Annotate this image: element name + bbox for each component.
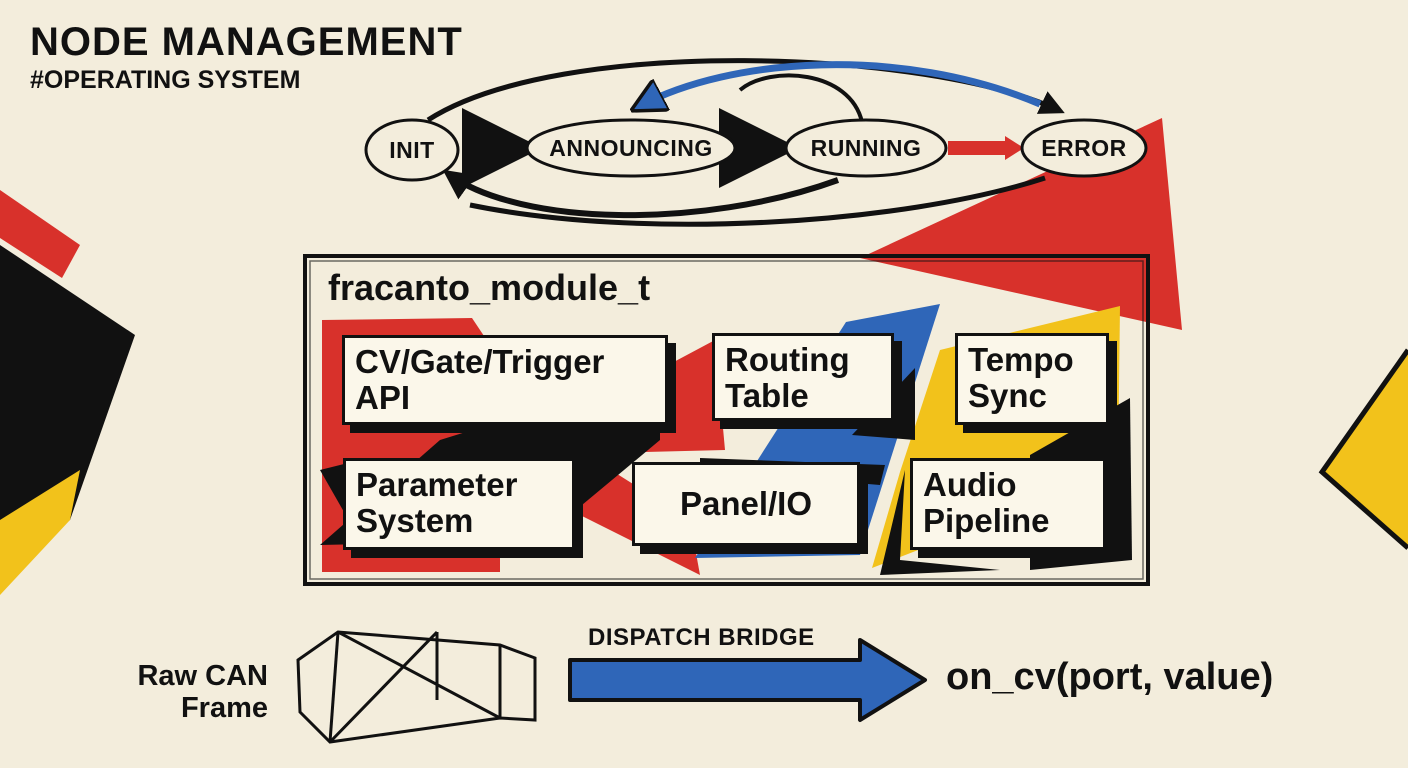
state-error: ERROR [1041, 134, 1127, 161]
module-struct-name: fracanto_module_t [328, 267, 651, 308]
component-routing-table: Routing Table [712, 333, 894, 421]
component-tempo-sync: Tempo Sync [955, 333, 1109, 425]
component-panel-io: Panel/IO [632, 462, 860, 546]
raw-can-frame-label: Raw CAN Frame [137, 660, 268, 724]
left-decoration [0, 190, 135, 595]
state-ellipses [364, 118, 1148, 182]
state-transitions [426, 58, 1065, 227]
dispatch-bridge-arrow [568, 638, 927, 722]
state-announcing: ANNOUNCING [549, 134, 713, 161]
page-subtitle: #OPERATING SYSTEM [30, 66, 301, 94]
state-running: RUNNING [810, 134, 922, 161]
arrow-running-loop [738, 73, 864, 123]
state-init: INIT [389, 136, 435, 163]
arrow-error-to-init [469, 175, 1046, 227]
component-parameter-system: Parameter System [343, 458, 575, 550]
right-decoration [1318, 348, 1408, 550]
on-cv-callback-label: on_cv(port, value) [946, 656, 1274, 698]
page-title: NODE MANAGEMENT [30, 20, 463, 64]
arrow-running-error-head [1005, 136, 1024, 160]
module-frame [303, 254, 1150, 586]
dispatch-bridge-label: DISPATCH BRIDGE [588, 624, 815, 651]
can-frame-wireframe [296, 630, 537, 744]
component-cv-gate-trigger-api: CV/Gate/Trigger API [342, 335, 668, 425]
arrow-error-to-announcing-blue [640, 61, 1042, 106]
component-audio-pipeline: Audio Pipeline [910, 458, 1106, 550]
arrow-running-to-init [442, 169, 840, 219]
